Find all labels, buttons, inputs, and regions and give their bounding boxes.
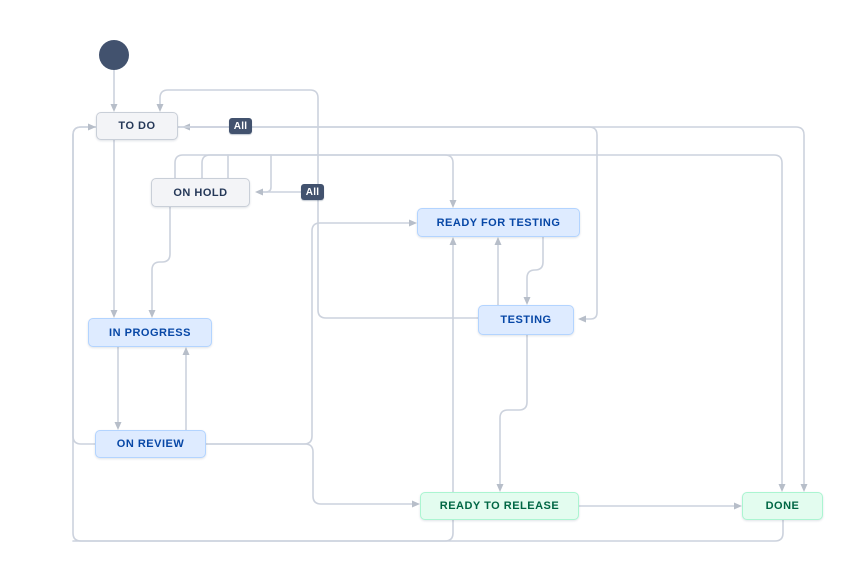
status-label: READY TO RELEASE xyxy=(439,500,560,512)
arrowhead-icon xyxy=(110,310,118,318)
arrowhead-icon xyxy=(494,237,502,245)
status-ready-for-testing[interactable]: READY FOR TESTING xyxy=(417,208,580,237)
edge-on-review-to-to-do[interactable] xyxy=(72,126,97,445)
edge-on-review-to-in-progress[interactable] xyxy=(182,347,190,431)
status-label: IN PROGRESS xyxy=(109,326,191,339)
edge-on-hold-to-in-progress[interactable] xyxy=(148,206,171,318)
status-label: READY FOR TESTING xyxy=(436,216,561,229)
status-on-review[interactable]: ON REVIEW xyxy=(95,430,206,458)
status-in-progress[interactable]: IN PROGRESS xyxy=(88,318,212,347)
arrowhead-icon xyxy=(734,502,742,510)
edge-in-progress-to-on-review[interactable] xyxy=(114,346,122,430)
status-label: ON HOLD xyxy=(173,186,228,199)
edge-on-hold-to-ready-for-testing[interactable] xyxy=(201,154,457,208)
arrowhead-icon xyxy=(156,104,164,112)
arrowhead-icon xyxy=(148,310,156,318)
status-label: ON REVIEW xyxy=(116,438,185,450)
edge-bottom-loop-to-ready-for-testing[interactable] xyxy=(72,237,457,542)
edge-to-do-to-in-progress[interactable] xyxy=(110,139,118,318)
badge-label: All xyxy=(305,186,320,198)
arrowhead-icon xyxy=(409,219,417,227)
status-on-hold[interactable]: ON HOLD xyxy=(151,178,250,207)
edge-testing-to-to-do[interactable] xyxy=(156,89,479,319)
arrowhead-icon xyxy=(778,484,786,492)
status-to-do[interactable]: TO DO xyxy=(96,112,178,140)
status-label: TESTING xyxy=(500,314,552,326)
arrowhead-icon xyxy=(114,422,122,430)
edge-testing-to-ready-for-testing[interactable] xyxy=(494,237,502,306)
badge-label: All xyxy=(233,120,248,132)
arrowhead-icon xyxy=(449,237,457,245)
arrowhead-icon xyxy=(449,200,457,208)
edge-ready-to-release-to-done[interactable] xyxy=(578,502,742,510)
status-label: DONE xyxy=(765,500,800,512)
status-ready-to-release[interactable]: READY TO RELEASE xyxy=(420,492,579,520)
arrowhead-icon xyxy=(800,484,808,492)
edge-start-to-to-do[interactable] xyxy=(110,68,118,112)
edge-to-do-to-done[interactable] xyxy=(177,126,808,492)
status-label: TO DO xyxy=(118,120,156,132)
all-badge-1[interactable]: All xyxy=(229,118,252,134)
all-badge-2[interactable]: All xyxy=(301,184,324,200)
start-node-circle[interactable] xyxy=(99,40,129,70)
status-done[interactable]: DONE xyxy=(742,492,823,520)
status-testing[interactable]: TESTING xyxy=(478,305,574,335)
arrowhead-icon xyxy=(182,347,190,355)
edge-on-review-to-ready-for-testing[interactable] xyxy=(205,219,417,445)
arrowhead-icon xyxy=(88,123,96,131)
arrowhead-icon xyxy=(110,104,118,112)
edge-testing-to-ready-to-release[interactable] xyxy=(496,334,528,492)
edge-on-hold-to-done[interactable] xyxy=(174,154,786,492)
edge-all-to-on-hold[interactable] xyxy=(255,154,272,196)
edge-done-to-to-do[interactable] xyxy=(72,123,784,542)
arrowhead-icon xyxy=(255,188,263,196)
arrowhead-icon xyxy=(578,315,586,323)
edge-on-review-to-ready-to-release[interactable] xyxy=(205,443,420,508)
arrowhead-icon xyxy=(496,484,504,492)
edge-ready-for-testing-to-testing[interactable] xyxy=(523,236,544,305)
arrowhead-icon xyxy=(523,297,531,305)
arrowhead-icon xyxy=(412,500,420,508)
